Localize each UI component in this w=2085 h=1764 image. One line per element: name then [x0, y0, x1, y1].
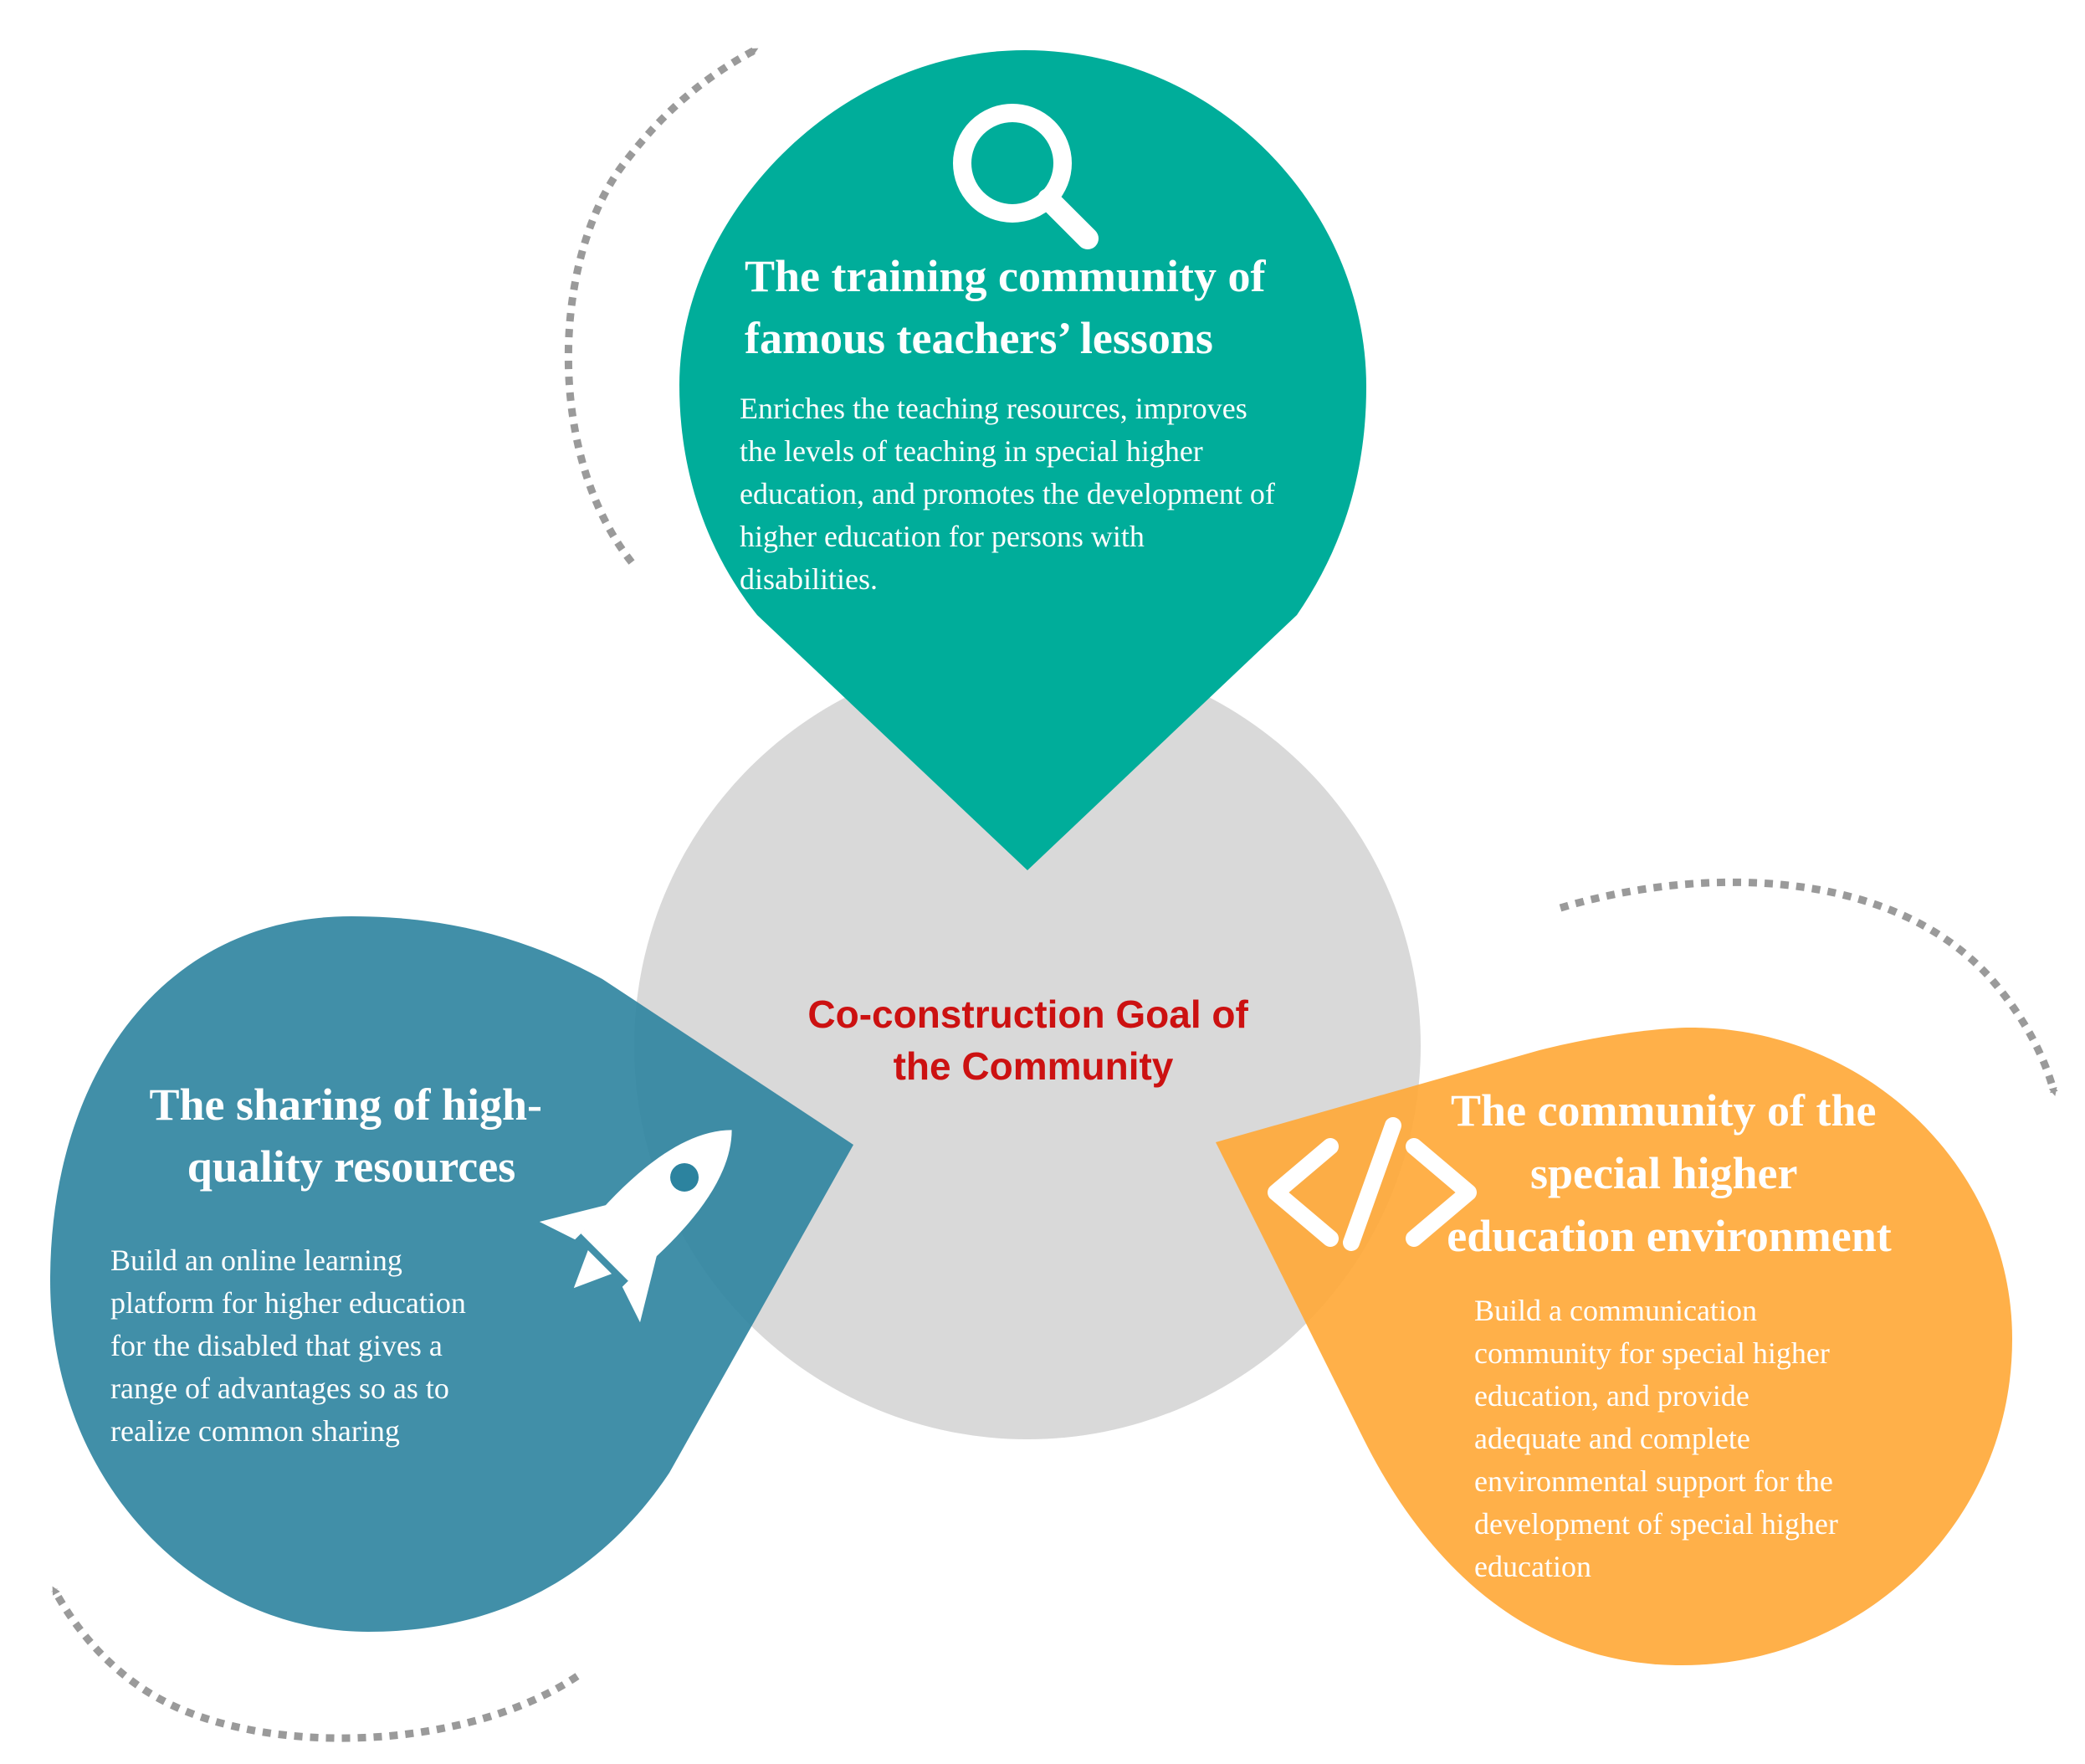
top-node-title: The training community of famous teacher… — [745, 251, 1277, 363]
left-teardrop-shape — [50, 916, 853, 1632]
right-node-description-line: education, and provide — [1474, 1379, 1749, 1413]
top-teardrop-shape — [679, 50, 1366, 870]
top-node-description-line: disabilities. — [740, 562, 878, 596]
right-node-description-line: community for special higher — [1474, 1336, 1830, 1370]
left-node-description-line: Build an online learning — [110, 1244, 402, 1277]
arrow-bottom-left — [51, 1586, 580, 1742]
left-node-description-line: platform for higher education — [110, 1286, 466, 1320]
left-node-description: Build an online learning platform for hi… — [110, 1244, 474, 1448]
center-label-line: the Community — [894, 1044, 1174, 1088]
right-node-title-line: The community of the — [1451, 1085, 1876, 1136]
center-label: Co-construction Goal of the Community — [807, 992, 1258, 1088]
right-node-description-line: adequate and complete — [1474, 1422, 1750, 1455]
left-node-description-line: for the disabled that gives a — [110, 1329, 443, 1362]
left-node-title-line: The sharing of high- — [149, 1079, 542, 1130]
left-node-description-line: realize common sharing — [110, 1414, 400, 1448]
top-node-title-line: The training community of — [745, 251, 1267, 301]
left-node-description-line: range of advantages so as to — [110, 1372, 449, 1405]
top-node-description-line: higher education for persons with — [740, 520, 1145, 553]
top-node-description: Enriches the teaching resources, improve… — [740, 392, 1283, 596]
right-teardrop-shape — [1216, 1028, 2012, 1665]
top-node-title-line: famous teachers’ lessons — [745, 313, 1213, 363]
right-node-description-line: education — [1474, 1550, 1591, 1583]
search-icon — [953, 104, 1099, 249]
right-node-description-line: development of special higher — [1474, 1507, 1838, 1541]
left-node-title-line: quality resources — [187, 1141, 516, 1192]
right-node-title-line: education environment — [1447, 1211, 1892, 1261]
left-node-title: The sharing of high- quality resources — [149, 1079, 553, 1192]
top-node-description-line: education, and promotes the development … — [740, 477, 1275, 510]
top-node-description-line: Enriches the teaching resources, improve… — [740, 392, 1247, 425]
right-node-description: Build a communication community for spec… — [1474, 1294, 1846, 1583]
right-node-description-line: Build a communication — [1474, 1294, 1757, 1327]
center-circle — [634, 653, 1421, 1439]
right-node-title-line: special higher — [1530, 1148, 1797, 1198]
right-node-title: The community of the special higher educ… — [1447, 1085, 1892, 1261]
right-node-description-line: environmental support for the — [1474, 1464, 1833, 1498]
code-icon — [1268, 1117, 1477, 1251]
arrow-right — [1559, 878, 2058, 1096]
arrow-top-left — [564, 47, 759, 565]
center-label-line: Co-construction Goal of — [807, 992, 1248, 1036]
top-node-description-line: the levels of teaching in special higher — [740, 434, 1203, 468]
